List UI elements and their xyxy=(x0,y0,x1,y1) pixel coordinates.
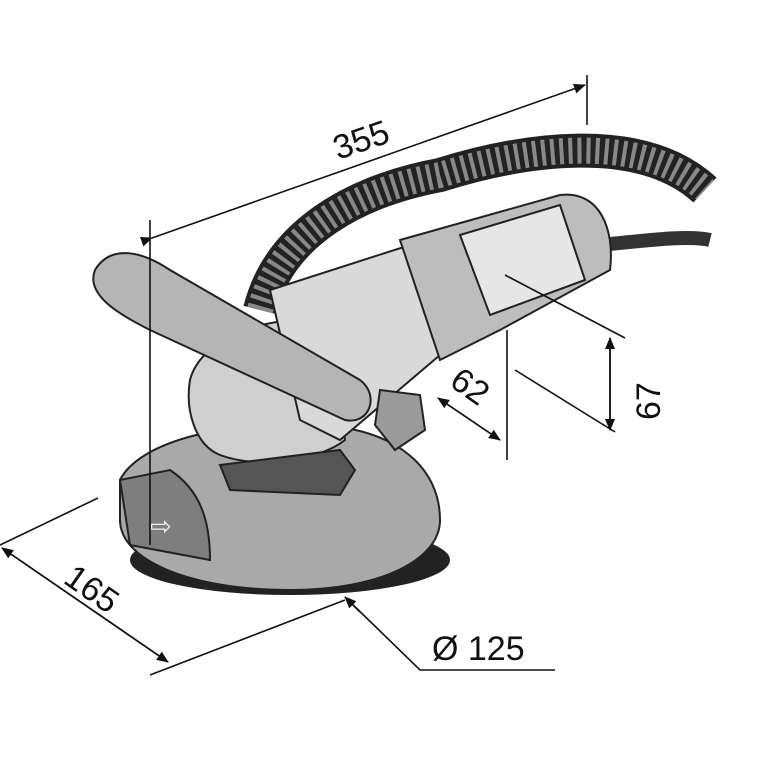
dimension-label-guard-depth: 165 xyxy=(57,557,125,621)
side-handle xyxy=(92,252,427,452)
dimension-grip-height: 67 xyxy=(504,274,668,433)
dimension-label-disc-diameter: Ø 125 xyxy=(432,630,525,668)
dimension-label-grip-height: 67 xyxy=(630,382,668,420)
dimension-label-length: 355 xyxy=(328,113,394,167)
dimension-disc-diameter: Ø 125 xyxy=(344,596,555,671)
dust-guard: ⇨ xyxy=(118,423,450,595)
arrow-symbol-icon: ⇨ xyxy=(150,512,172,542)
dimension-label-grip-width: 62 xyxy=(443,360,496,413)
